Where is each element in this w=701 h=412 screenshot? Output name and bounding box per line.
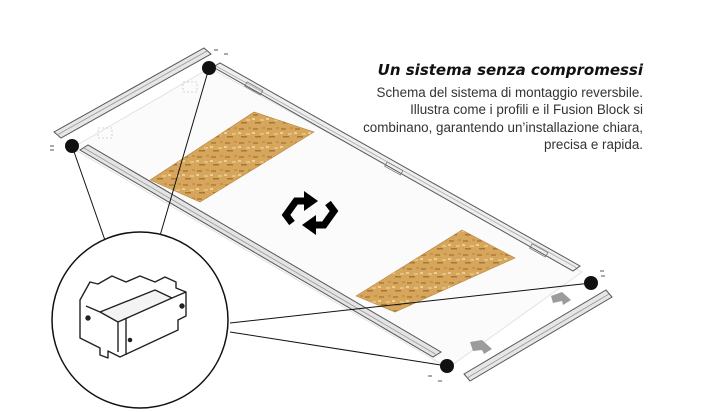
profile-top-left [53, 47, 212, 139]
profile-top-right [211, 62, 581, 272]
fusion-block-icon [79, 275, 187, 359]
direction-arrow-right [551, 292, 571, 305]
joint-dot-top [202, 61, 216, 75]
joint-dot-bottom [440, 359, 454, 373]
osb-board-right [355, 229, 516, 313]
rotate-arrows-icon [281, 191, 339, 235]
caption-title: Un sistema senza compromessi [377, 61, 643, 79]
ghost-outlines [97, 81, 198, 139]
screw-ticks [50, 49, 605, 382]
caption-body: Schema del sistema di montaggio reversbi… [363, 85, 643, 153]
fusion-block-callout [51, 231, 229, 409]
direction-arrow-bottom [470, 340, 492, 354]
joint-dot-left [65, 139, 79, 153]
profile-bottom-right [463, 289, 613, 382]
osb-board-left [149, 111, 315, 203]
caption: Un sistema senza compromessi Schema del … [343, 60, 643, 154]
profile-bottom-left [79, 144, 442, 358]
leader-lines [71, 67, 592, 367]
joint-dot-right [584, 276, 598, 290]
